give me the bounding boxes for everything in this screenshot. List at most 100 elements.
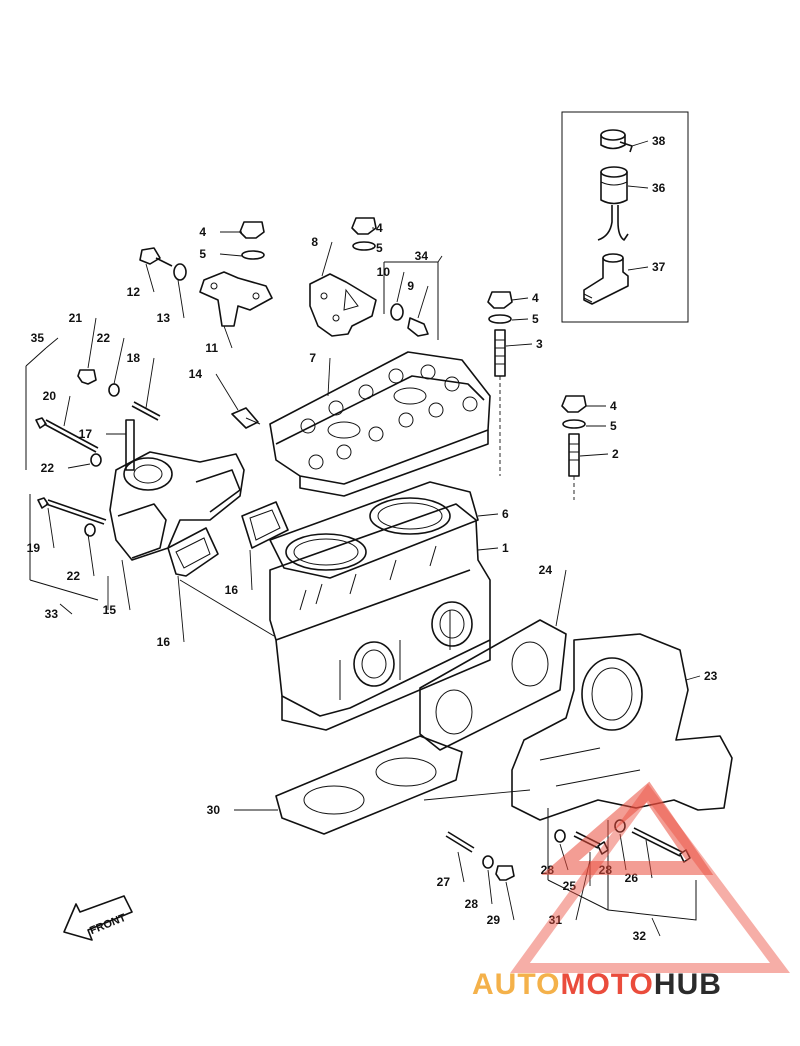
callout-label-c1: 1: [502, 541, 509, 555]
callout-leader-c33: [59, 603, 73, 615]
callout-leader-c28a: [487, 869, 493, 905]
intake-manifold-15: [109, 451, 245, 561]
callout-label-c19: 19: [27, 541, 41, 555]
callout-label-c10: 10: [377, 265, 391, 279]
callout-label-c16b: 16: [225, 583, 239, 597]
callout-label-c13: 13: [157, 311, 171, 325]
callout-label-c18: 18: [127, 351, 141, 365]
callout-leader-c14: [215, 373, 239, 411]
callout-leader-c19: [47, 507, 55, 549]
callout-label-c5a: 5: [199, 247, 206, 261]
inset-box: [561, 111, 689, 323]
gasket-16-left: [167, 527, 219, 577]
callout-leader-c3: [505, 343, 533, 347]
callout-label-c24: 24: [539, 563, 553, 577]
callout-label-c25: 25: [563, 879, 577, 893]
exhaust-gasket-24: [419, 619, 567, 751]
bracket-11: [139, 247, 273, 327]
cylinder-head-7: [231, 351, 491, 497]
callout-leader-c13: [177, 279, 185, 319]
part-36-body: [597, 166, 629, 241]
stud-27-nut-29: [445, 831, 515, 881]
callout-label-c30: 30: [207, 803, 221, 817]
callout-label-c2: 2: [612, 447, 619, 461]
callout-leader-c23: [685, 675, 701, 681]
base-gasket-30: [275, 735, 463, 835]
callout-label-c22b: 22: [41, 461, 55, 475]
callout-label-c16a: 16: [157, 635, 171, 649]
callout-leader-c34: [437, 255, 443, 263]
nut-4-washer-5-left: [239, 221, 265, 260]
callout-leader-c11: [223, 325, 233, 349]
callout-leader-c5a: [219, 253, 243, 257]
callout-label-c20: 20: [43, 389, 57, 403]
callout-label-c17: 17: [79, 427, 93, 441]
callout-leader-c22b: [67, 463, 91, 469]
callout-label-c28a: 28: [465, 897, 479, 911]
callout-label-c34: 34: [415, 249, 429, 263]
watermark-hub: HUB: [654, 968, 722, 1001]
callout-leader-c21: [87, 317, 97, 369]
callout-label-c32: 32: [633, 929, 647, 943]
part-37-fitting: [583, 253, 629, 305]
callout-label-c5d: 5: [610, 419, 617, 433]
callout-leader-c9: [417, 285, 429, 319]
alignment-lines: [107, 376, 575, 801]
svg-text:AUTOMOTOHUB: AUTOMOTOHUB: [472, 968, 722, 1001]
callout-leader-c7: [327, 357, 331, 397]
cylinder-block-1: [269, 503, 491, 731]
callout-label-c3: 3: [536, 337, 543, 351]
callout-leader-c2: [579, 453, 609, 457]
callout-label-c23: 23: [704, 669, 718, 683]
callout-label-c5c: 5: [532, 312, 539, 326]
callout-leader-c15: [121, 559, 131, 611]
callout-label-c14: 14: [189, 367, 203, 381]
callout-leader-c4c: [511, 297, 529, 301]
callout-label-c35: 35: [31, 331, 45, 345]
callout-label-c8: 8: [311, 235, 318, 249]
callout-label-c4c: 4: [532, 291, 539, 305]
callout-label-c27: 27: [437, 875, 451, 889]
callout-leader-c6: [477, 513, 499, 517]
callout-label-c21: 21: [69, 311, 83, 325]
callout-label-c36: 36: [652, 181, 666, 195]
callout-leader-c29: [505, 881, 515, 921]
part-38-cap: [600, 129, 633, 153]
callout-label-c22a: 22: [97, 331, 111, 345]
callout-leader-c38: [631, 140, 649, 147]
watermark-logo: AUTOMOTOHUB: [472, 781, 790, 1001]
callout-label-c6: 6: [502, 507, 509, 521]
callout-leader-c10: [396, 271, 405, 303]
front-arrow: FRONT: [63, 895, 133, 941]
callout-label-c4b: 4: [376, 221, 383, 235]
callout-label-c31: 31: [549, 913, 563, 927]
callout-label-c4a: 4: [199, 225, 206, 239]
watermark-auto: AUTO: [472, 968, 560, 1001]
callout-label-c38: 38: [652, 134, 666, 148]
callout-label-c11: 11: [205, 341, 218, 355]
callout-label-c22c: 22: [67, 569, 81, 583]
callout-leader-c27: [457, 851, 465, 883]
callout-leader-c37: [627, 266, 649, 271]
callout-label-c9: 9: [407, 279, 414, 293]
gasket-16-right: [241, 501, 289, 549]
bracket-8: [309, 261, 439, 340]
head-gasket-6: [269, 481, 479, 579]
callout-label-c33: 33: [45, 607, 59, 621]
callout-leader-c16a: [177, 575, 185, 643]
bolt-group-35: [25, 347, 161, 471]
callout-label-c15: 15: [103, 603, 117, 617]
stud-2-nut-washer: [561, 395, 587, 477]
callout-leader-c5c: [511, 318, 529, 321]
callout-leader-c1: [477, 547, 499, 551]
callout-label-c4d: 4: [610, 399, 617, 413]
callout-label-c7: 7: [309, 351, 316, 365]
callout-leader-c18: [145, 357, 155, 409]
exhaust-manifold-23: [511, 633, 733, 821]
callout-leader-c24: [555, 569, 567, 627]
stud-3-nut-washer: [487, 291, 513, 377]
watermark-moto: MOTO: [560, 968, 653, 1001]
callout-label-c12: 12: [127, 285, 141, 299]
callout-leader-c22a: [113, 337, 125, 385]
